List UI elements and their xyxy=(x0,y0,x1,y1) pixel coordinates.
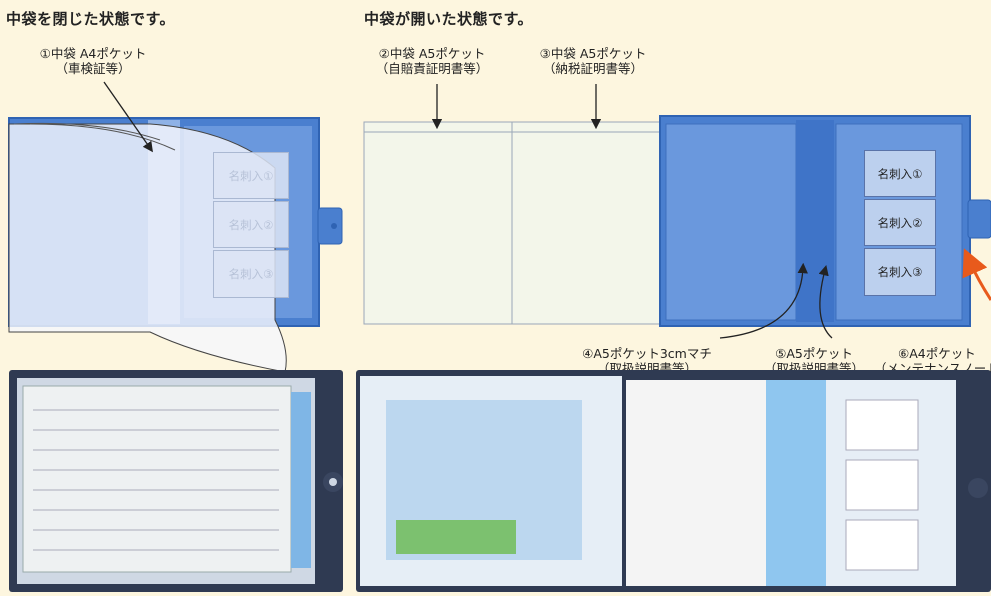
pocket1-label-use: （車検証等） xyxy=(55,61,131,76)
open-card-slot-1: 名刺入① xyxy=(864,150,936,197)
pocket1-arrow xyxy=(103,81,153,153)
pocket3-label-name: ③中袋 A5ポケット xyxy=(539,46,647,61)
pocket2-label-use: （自賠責証明書等） xyxy=(375,61,489,76)
closed-state-title: 中袋を閉じた状態です。 xyxy=(6,10,176,28)
pocket3-label: ③中袋 A5ポケット （納税証明書等） xyxy=(528,46,658,76)
closed-card-slot-3: 名刺入③ xyxy=(213,250,289,298)
pocket2-label-name: ②中袋 A5ポケット xyxy=(378,46,486,61)
pocket1-label: ①中袋 A4ポケット （車検証等） xyxy=(28,46,158,76)
closed-product-photo xyxy=(9,370,343,592)
open-card-slot-3: 名刺入③ xyxy=(864,248,936,296)
open-card-slot-2: 名刺入② xyxy=(864,199,936,246)
pocket6-label-name: ⑥A4ポケット xyxy=(898,346,976,361)
pocket1-label-name: ①中袋 A4ポケット xyxy=(39,46,147,61)
closed-binder xyxy=(8,117,343,373)
pocket2-label: ②中袋 A5ポケット （自賠責証明書等） xyxy=(367,46,497,76)
closed-card-slot-2: 名刺入② xyxy=(213,201,289,248)
pocket4-label-name: ④A5ポケット3cmマチ xyxy=(582,346,712,361)
pocket5-label-name: ⑤A5ポケット xyxy=(775,346,853,361)
pocket3-label-use: （納税証明書等） xyxy=(542,61,643,76)
open-product-photo xyxy=(356,370,991,592)
open-binder xyxy=(363,115,991,339)
open-state-title: 中袋が開いた状態です。 xyxy=(364,10,534,28)
closed-card-slot-1: 名刺入① xyxy=(213,152,289,199)
